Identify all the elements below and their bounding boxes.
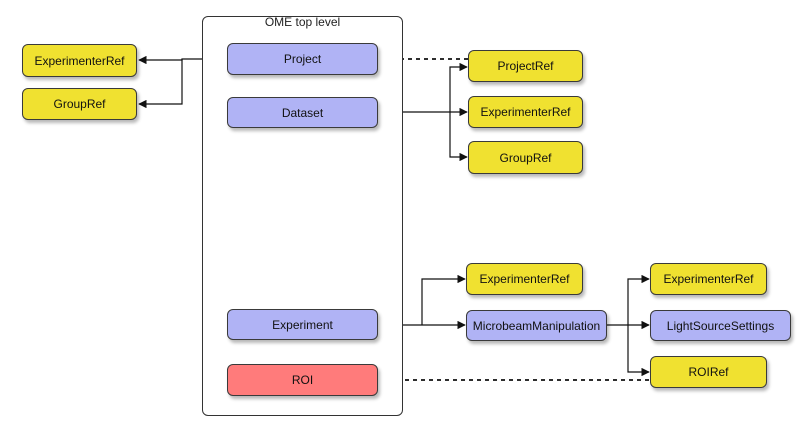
edge-project-group-ref	[138, 59, 183, 109]
node-experimenter-ref-dataset[interactable]: ExperimenterRef	[468, 96, 583, 128]
edge-dataset-group-ref	[449, 112, 468, 162]
node-experimenter-ref-left[interactable]: ExperimenterRef	[22, 44, 137, 77]
container-title: OME top level	[264, 15, 341, 29]
node-experimenter-ref-experiment[interactable]: ExperimenterRef	[466, 263, 583, 295]
node-project[interactable]: Project	[227, 43, 378, 75]
node-project-ref[interactable]: ProjectRef	[468, 50, 583, 82]
node-group-ref-dataset[interactable]: GroupRef	[468, 141, 583, 174]
node-dataset[interactable]: Dataset	[227, 97, 378, 128]
node-light-source-settings[interactable]: LightSourceSettings	[650, 310, 791, 341]
edge-experiment-experimenter-ref	[421, 274, 466, 325]
edge-microbeam-experimenter-ref	[627, 274, 650, 325]
node-experiment[interactable]: Experiment	[227, 309, 378, 340]
node-roi-ref[interactable]: ROIRef	[650, 356, 767, 388]
node-roi[interactable]: ROI	[227, 364, 378, 396]
node-microbeam-manipulation[interactable]: MicrobeamManipulation	[466, 310, 607, 341]
edge-dataset-project-ref	[449, 62, 468, 112]
ome-top-level-container	[202, 16, 403, 416]
node-group-ref-left[interactable]: GroupRef	[22, 88, 137, 120]
node-experimenter-ref-microbeam[interactable]: ExperimenterRef	[650, 263, 767, 295]
edge-microbeam-roi-ref	[627, 325, 650, 377]
